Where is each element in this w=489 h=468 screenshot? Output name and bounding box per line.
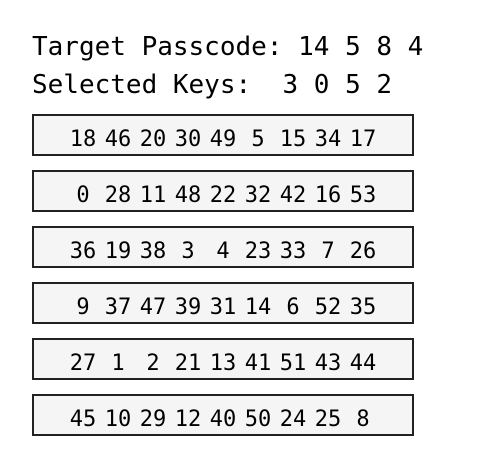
key-button[interactable]: 20 bbox=[139, 127, 167, 152]
selected-keys-label: Selected Keys: bbox=[32, 70, 252, 100]
key-button[interactable]: 29 bbox=[139, 407, 167, 432]
key-button[interactable]: 13 bbox=[209, 351, 237, 376]
key-button[interactable]: 6 bbox=[286, 295, 300, 320]
key-button[interactable]: 23 bbox=[244, 239, 272, 264]
key-button[interactable]: 9 bbox=[76, 295, 90, 320]
key-button[interactable]: 35 bbox=[349, 295, 377, 320]
key-row: 18 46 20 30 49 5 15 34 17 bbox=[32, 114, 414, 156]
key-button[interactable]: 12 bbox=[174, 407, 202, 432]
key-row: 9 37 47 39 31 14 6 52 35 bbox=[32, 282, 414, 324]
key-button[interactable]: 22 bbox=[209, 183, 237, 208]
key-button[interactable]: 52 bbox=[314, 295, 342, 320]
key-button[interactable]: 0 bbox=[76, 183, 90, 208]
key-button[interactable]: 38 bbox=[139, 239, 167, 264]
key-button[interactable]: 21 bbox=[174, 351, 202, 376]
key-button[interactable]: 53 bbox=[349, 183, 377, 208]
key-button[interactable]: 45 bbox=[69, 407, 97, 432]
key-button[interactable]: 17 bbox=[349, 127, 377, 152]
key-button[interactable]: 16 bbox=[314, 183, 342, 208]
target-passcode-line: Target Passcode: 14 5 8 4 bbox=[32, 32, 423, 62]
key-button[interactable]: 7 bbox=[321, 239, 335, 264]
key-button[interactable]: 8 bbox=[356, 407, 370, 432]
key-button[interactable]: 11 bbox=[139, 183, 167, 208]
selected-keys-line: Selected Keys: 3 0 5 2 bbox=[32, 70, 392, 100]
key-button[interactable]: 33 bbox=[279, 239, 307, 264]
key-button[interactable]: 4 bbox=[216, 239, 230, 264]
selected-keys-value: 3 0 5 2 bbox=[282, 70, 393, 100]
key-button[interactable]: 26 bbox=[349, 239, 377, 264]
key-button[interactable]: 1 bbox=[111, 351, 125, 376]
key-row: 0 28 11 48 22 32 42 16 53 bbox=[32, 170, 414, 212]
key-button[interactable]: 46 bbox=[104, 127, 132, 152]
key-button[interactable]: 49 bbox=[209, 127, 237, 152]
key-button[interactable]: 36 bbox=[69, 239, 97, 264]
target-passcode-label: Target Passcode: bbox=[32, 32, 283, 62]
key-button[interactable]: 50 bbox=[244, 407, 272, 432]
key-button[interactable]: 47 bbox=[139, 295, 167, 320]
key-button[interactable]: 39 bbox=[174, 295, 202, 320]
key-row: 45 10 29 12 40 50 24 25 8 bbox=[32, 394, 414, 436]
key-button[interactable]: 24 bbox=[279, 407, 307, 432]
key-button[interactable]: 31 bbox=[209, 295, 237, 320]
key-button[interactable]: 41 bbox=[244, 351, 272, 376]
key-button[interactable]: 5 bbox=[251, 127, 265, 152]
key-button[interactable]: 34 bbox=[314, 127, 342, 152]
key-button[interactable]: 19 bbox=[104, 239, 132, 264]
key-button[interactable]: 28 bbox=[104, 183, 132, 208]
key-button[interactable]: 14 bbox=[244, 295, 272, 320]
key-button[interactable]: 43 bbox=[314, 351, 342, 376]
key-button[interactable]: 44 bbox=[349, 351, 377, 376]
key-button[interactable]: 48 bbox=[174, 183, 202, 208]
key-button[interactable]: 27 bbox=[69, 351, 97, 376]
key-button[interactable]: 10 bbox=[104, 407, 132, 432]
key-button[interactable]: 51 bbox=[279, 351, 307, 376]
key-button[interactable]: 40 bbox=[209, 407, 237, 432]
key-button[interactable]: 15 bbox=[279, 127, 307, 152]
key-button[interactable]: 3 bbox=[181, 239, 195, 264]
key-button[interactable]: 30 bbox=[174, 127, 202, 152]
target-passcode-value: 14 5 8 4 bbox=[298, 32, 424, 62]
key-button[interactable]: 2 bbox=[146, 351, 160, 376]
key-button[interactable]: 32 bbox=[244, 183, 272, 208]
key-button[interactable]: 18 bbox=[69, 127, 97, 152]
key-button[interactable]: 42 bbox=[279, 183, 307, 208]
key-button[interactable]: 25 bbox=[314, 407, 342, 432]
key-button[interactable]: 37 bbox=[104, 295, 132, 320]
